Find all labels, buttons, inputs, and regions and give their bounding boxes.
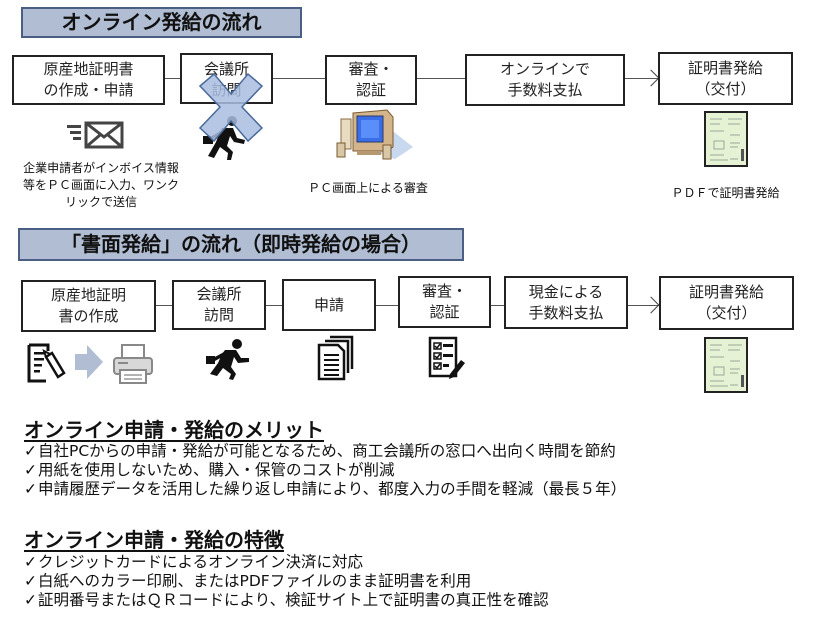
list-item: ✓自社PCからの申請・発給が可能となるため、商工会議所の窓口へ出向く時間を節約 [24, 442, 616, 460]
list-item: ✓申請履歴データを活用した繰り返し申請により、都度入力の手間を軽減（最長５年） [24, 480, 627, 498]
online-step-review-certify: 審査・認証 [325, 55, 417, 105]
connector [490, 305, 505, 306]
connector [155, 305, 173, 306]
cross-out-icon [198, 72, 264, 143]
check-icon: ✓ [24, 461, 37, 479]
certificate-document-icon [704, 111, 748, 167]
arrow-right-icon [642, 296, 660, 314]
paper-flow-title: 「書面発給」の流れ（即時発給の場合） [18, 228, 464, 261]
connector [272, 78, 325, 79]
arrow-right-icon [642, 69, 660, 87]
paper-step-review-certify: 審査・認証 [398, 276, 491, 328]
features-list: ✓クレジットカードによるオンライン決済に対応 ✓白紙へのカラー印刷、またはPDF… [24, 553, 549, 610]
email-send-icon [67, 121, 124, 149]
list-item: ✓白紙へのカラー印刷、またはPDFファイルのまま証明書を利用 [24, 572, 472, 590]
merits-list: ✓自社PCからの申請・発給が可能となるため、商工会議所の窓口へ出向く時間を節約 … [24, 442, 626, 499]
arrow-right-icon [75, 345, 103, 379]
list-item: ✓クレジットカードによるオンライン決済に対応 [24, 553, 364, 571]
paper-step-issue-certificate: 証明書発給（交付） [659, 276, 794, 330]
caption-pc-review: ＰＣ画面上による審査 [308, 181, 428, 195]
certificate-document-icon [704, 337, 748, 393]
paper-step-apply: 申請 [282, 279, 376, 331]
features-heading: オンライン申請・発給の特徴 [24, 528, 284, 552]
connector [375, 305, 400, 306]
documents-stack-icon [317, 335, 354, 381]
paper-step-create: 原産地証明書の作成 [21, 280, 156, 332]
document-edit-icon [27, 343, 66, 383]
online-step-issue-certificate: 証明書発給（交付） [658, 52, 793, 105]
checklist-icon [428, 336, 465, 379]
caption-pdf-issue: ＰＤＦで証明書発給 [671, 186, 780, 200]
paper-step-visit-chamber: 会議所訪問 [172, 280, 266, 330]
caption-online-input: 企業申請者がインボイス情報 等をＰＣ画面に入力、ワンク リックで送信 [22, 161, 179, 209]
connector [416, 78, 466, 79]
online-step-pay-online: オンラインで手数料支払 [465, 54, 625, 106]
check-icon: ✓ [24, 480, 37, 498]
merits-heading: オンライン申請・発給のメリット [24, 418, 324, 442]
connector [265, 305, 283, 306]
connector [627, 305, 660, 306]
list-item: ✓証明番号またはＱＲコードにより、検証サイト上で証明書の真正性を確認 [24, 591, 549, 609]
paper-step-pay-cash: 現金による手数料支払 [504, 276, 628, 329]
online-flow-title: オンライン発給の流れ [21, 7, 302, 38]
connector [165, 78, 181, 79]
desktop-computer-icon [336, 109, 413, 160]
check-icon: ✓ [24, 553, 37, 571]
check-icon: ✓ [24, 591, 37, 609]
running-businessman-icon [206, 339, 249, 380]
online-step-create-apply: 原産地証明書の作成・申請 [12, 55, 165, 105]
check-icon: ✓ [24, 442, 37, 460]
connector [625, 78, 658, 79]
printer-icon [113, 344, 153, 384]
list-item: ✓用紙を使用しないため、購入・保管のコストが削減 [24, 461, 395, 479]
check-icon: ✓ [24, 572, 37, 590]
